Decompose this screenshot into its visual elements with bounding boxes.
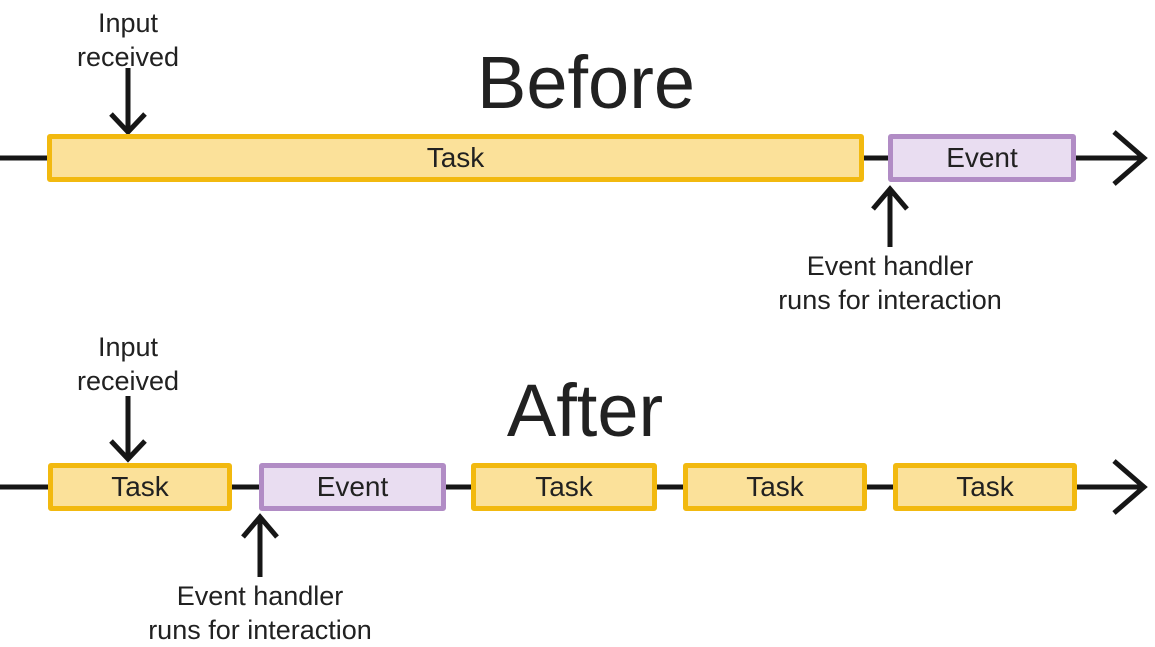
before-timeline-right-arrow-icon xyxy=(1112,130,1148,186)
before-title: Before xyxy=(476,41,696,124)
input-received-line2: received xyxy=(76,42,180,72)
input-received-line2: received xyxy=(76,366,180,396)
segment-label: Task xyxy=(746,471,804,502)
before-input-down-arrowhead-icon xyxy=(109,112,147,136)
after-task-segment-2: Task xyxy=(471,463,657,511)
after-title: After xyxy=(506,369,664,452)
event-handler-line1: Event handler xyxy=(806,251,974,281)
after-handler-up-arrowhead-icon xyxy=(241,513,279,539)
event-handler-line2: runs for interaction xyxy=(148,615,372,645)
after-task-segment-3: Task xyxy=(683,463,867,511)
after-timeline-right-arrow-icon xyxy=(1112,459,1148,515)
after-task-segment-1: Task xyxy=(48,463,232,511)
after-event-segment: Event xyxy=(259,463,446,511)
input-received-line1: Input xyxy=(97,8,159,38)
after-input-received-label: Input received xyxy=(28,330,228,398)
after-task-segment-4: Task xyxy=(893,463,1077,511)
segment-label: Task xyxy=(426,142,485,173)
event-handler-line2: runs for interaction xyxy=(778,285,1002,315)
segment-label: Event xyxy=(946,142,1018,173)
after-input-down-arrowhead-icon xyxy=(109,439,147,463)
input-received-line1: Input xyxy=(97,332,159,362)
segment-label: Task xyxy=(111,471,169,502)
segment-label: Event xyxy=(316,471,389,502)
before-handler-up-arrowhead-icon xyxy=(871,185,909,211)
before-input-received-label: Input received xyxy=(28,6,228,74)
before-task-segment: Task xyxy=(47,134,864,182)
before-event-segment: Event xyxy=(888,134,1076,182)
after-event-handler-label: Event handler runs for interaction xyxy=(110,579,410,647)
segment-label: Task xyxy=(535,471,593,502)
event-handler-line1: Event handler xyxy=(176,581,344,611)
before-event-handler-label: Event handler runs for interaction xyxy=(740,249,1040,317)
segment-label: Task xyxy=(956,471,1014,502)
